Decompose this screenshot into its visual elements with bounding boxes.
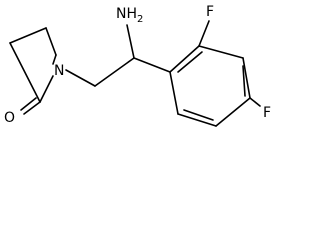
bond-ch-nh2	[126, 24, 135, 59]
atom-label-n: N	[54, 63, 64, 79]
ethyl-linker	[65, 24, 171, 87]
bond-ring-c5-n	[52, 54, 57, 65]
bond-ring-c2-c3	[9, 42, 41, 103]
atom-label-f-ortho: F	[206, 4, 214, 20]
bond-ar-double-3	[183, 109, 214, 121]
bond-ar-c6-c1	[169, 71, 179, 115]
atom-label-nh: NH	[116, 6, 137, 22]
bond-carbonyl-2	[20, 97, 37, 111]
molecule-diagram: N O NH 2 F F	[4, 4, 271, 127]
structure-canvas: N O NH 2 F F	[4, 4, 272, 127]
bond-ar-double-2	[242, 65, 246, 97]
bond-ar-c3-c4	[242, 57, 251, 99]
bond-ring-c3-c4	[9, 27, 47, 44]
bond-ar-c5-c6	[177, 113, 217, 127]
bond-n-ch2	[65, 69, 96, 87]
bond-ring-c4-c5	[45, 27, 57, 56]
atom-label-nh2-subscript: 2	[137, 14, 143, 25]
benzene-ring	[169, 20, 261, 127]
bond-ar-f-para	[249, 97, 261, 107]
atom-label-o: O	[4, 110, 15, 126]
bond-ar-c4-c5	[215, 97, 251, 127]
pyrrolidinone-ring	[9, 27, 57, 115]
bond-ch-aryl	[133, 57, 171, 73]
atom-label-f-para: F	[263, 105, 271, 121]
bond-ar-c2-c3	[198, 45, 244, 59]
bond-ar-f-ortho	[198, 20, 210, 47]
bond-ch2-ch	[94, 57, 135, 87]
bond-ring-n-c2	[39, 75, 54, 103]
bond-ar-c1-c2	[169, 45, 200, 73]
bond-carbonyl-1	[23, 101, 41, 115]
bond-ar-double-1	[177, 51, 203, 73]
